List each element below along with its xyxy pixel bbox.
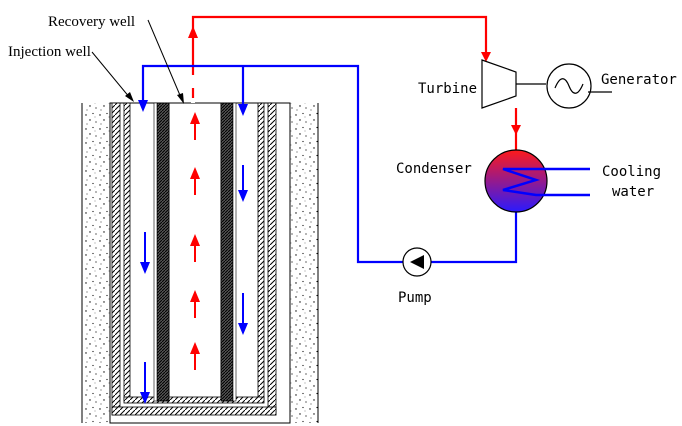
wellbore: [109, 102, 291, 424]
flow-arrow-up: [190, 342, 200, 370]
hot-fluid-loop: [188, 15, 521, 150]
water-label: water: [612, 184, 654, 200]
cold-fluid-loop: [138, 64, 518, 264]
flow-arrow-up: [190, 290, 200, 318]
recovery-well-label: Recovery well: [48, 14, 135, 30]
turbine-label: Turbine: [418, 81, 477, 97]
generator-label: Generator: [601, 72, 677, 88]
injection-flow-arrows: [140, 165, 248, 404]
condenser-label: Condenser: [396, 161, 472, 177]
flow-arrow-down: [238, 165, 248, 202]
flow-arrow-down: [238, 104, 248, 116]
flow-arrow-down: [511, 125, 521, 135]
flow-arrow-down: [140, 232, 150, 274]
pump-label: Pump: [398, 290, 432, 306]
flow-arrow-up: [190, 167, 200, 195]
label-leaders: [91, 19, 184, 104]
recovery-flow-arrows: [190, 112, 200, 370]
turbine: [481, 59, 546, 109]
flow-arrow-up: [190, 234, 200, 262]
flow-arrow-down: [481, 52, 491, 62]
condenser: [484, 149, 590, 213]
flow-arrow-down: [238, 293, 248, 335]
generator: [546, 63, 612, 109]
injection-well-label: Injection well: [8, 44, 91, 60]
flow-arrow-up: [188, 26, 198, 38]
cooling-label: Cooling: [602, 164, 661, 180]
flow-arrow-up: [190, 112, 200, 140]
flow-arrow-down: [140, 362, 150, 404]
flow-arrow-down: [138, 100, 148, 112]
pump: [402, 247, 432, 277]
